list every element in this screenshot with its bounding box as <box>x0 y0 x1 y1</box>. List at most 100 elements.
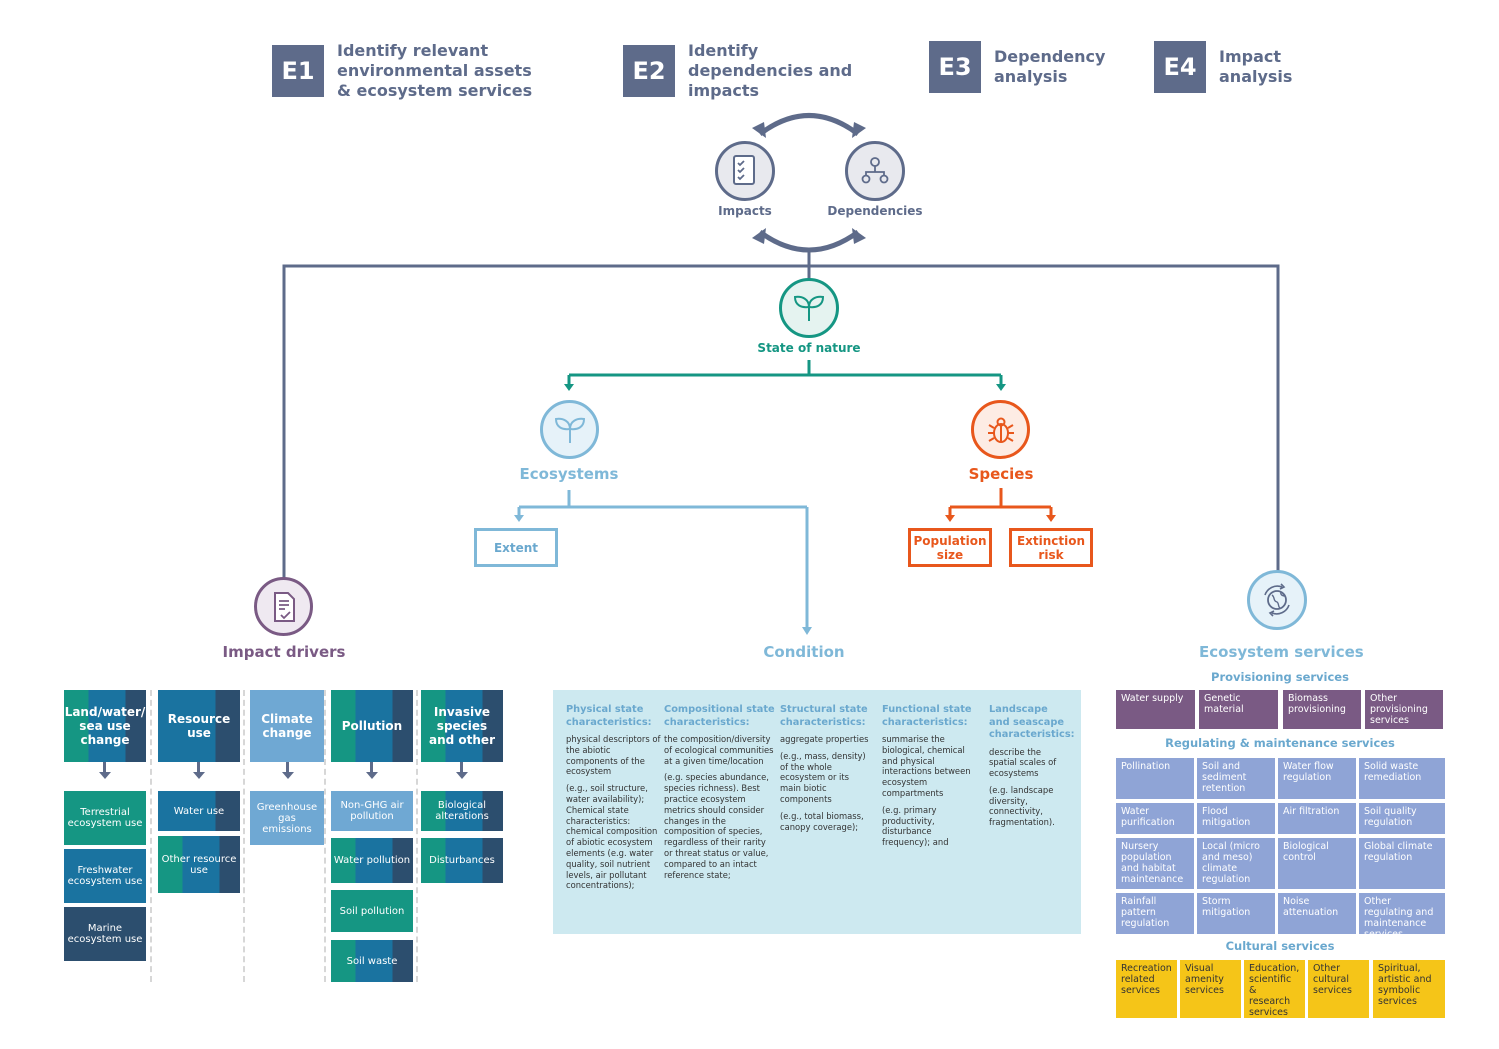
condition-text: the composition/diversity of ecological … <box>664 734 774 766</box>
condition-column-compositional: Compositional state characteristics: the… <box>664 704 776 886</box>
driver-head-climate-change: Climate change <box>250 690 324 762</box>
condition-heading: Structural state characteristics: <box>780 704 868 728</box>
cycle-arc-bottom <box>758 229 860 253</box>
condition-heading: Landscape and seascape characteristics: <box>989 704 1075 740</box>
service-item: Genetic material <box>1199 690 1278 729</box>
cycle-arc-top <box>758 113 860 136</box>
driver-item: Soil pollution <box>331 890 413 932</box>
driver-item: Greenhouse gas emissions <box>250 791 324 845</box>
impacts-circle <box>715 141 775 201</box>
driver-head-land-use: Land/water/ sea use change <box>64 690 146 762</box>
condition-heading: Physical state characteristics: <box>566 704 652 728</box>
ecosystems-circle <box>540 400 599 459</box>
service-item: Other cultural services <box>1308 960 1369 1018</box>
step-code: E2 <box>623 45 675 97</box>
service-item: Flood mitigation <box>1197 803 1275 834</box>
condition-text: (e.g. primary productivity, disturbance … <box>882 804 949 848</box>
service-item: Other regulating and maintenance service… <box>1359 893 1445 940</box>
divider <box>150 690 152 982</box>
driver-head-invasive-species: Invasive species and other <box>421 690 503 762</box>
service-item: Pollination <box>1116 758 1194 799</box>
condition-column-landscape: Landscape and seascape characteristics: … <box>989 704 1075 834</box>
service-item: Storm mitigation <box>1197 893 1275 934</box>
connector <box>286 762 289 773</box>
extent-box: Extent <box>474 528 558 567</box>
state-of-nature-circle <box>779 278 839 338</box>
step-code: E3 <box>929 41 981 93</box>
driver-head-resource-use: Resource use <box>158 690 240 762</box>
service-item: Water supply <box>1116 690 1195 729</box>
condition-text: (e.g. species abundance, species richnes… <box>664 772 769 880</box>
condition-text: aggregate properties <box>780 734 869 744</box>
connector <box>370 762 373 773</box>
service-item: Spiritual, artistic and symbolic service… <box>1373 960 1445 1018</box>
regulating-heading: Regulating & maintenance services <box>1165 736 1395 750</box>
divider <box>416 690 418 982</box>
connector <box>460 762 463 773</box>
impact-drivers-circle <box>254 577 313 636</box>
service-item: Noise attenuation <box>1278 893 1356 934</box>
cultural-heading: Cultural services <box>1225 939 1335 953</box>
service-item: Visual amenity services <box>1180 960 1241 1018</box>
sprout-icon <box>793 295 825 321</box>
impact-drivers-label: Impact drivers <box>222 643 346 661</box>
divider <box>243 690 245 982</box>
service-item: Soil and sediment retention <box>1197 758 1275 799</box>
step-e4: E4 Impact analysis <box>1154 41 1319 93</box>
condition-column-physical: Physical state characteristics: physical… <box>566 704 661 897</box>
service-item: Education, scientific & research service… <box>1244 960 1305 1018</box>
down-arrow-icon <box>99 772 111 779</box>
checklist-icon <box>733 155 755 185</box>
species-label: Species <box>968 465 1034 483</box>
leaf-icon <box>554 417 585 443</box>
driver-item: Disturbances <box>421 838 503 883</box>
driver-item: Water use <box>158 791 240 831</box>
condition-text: describe the spatial scales of ecosystem… <box>989 746 1057 779</box>
condition-text: (e.g., mass, density) of the whole ecosy… <box>780 750 866 804</box>
driver-item: Marine ecosystem use <box>64 907 146 961</box>
service-item: Air filtration <box>1278 803 1356 834</box>
condition-text: (e.g., soil structure, water availabilit… <box>566 783 658 891</box>
document-check-icon <box>273 591 295 622</box>
step-label: Identify dependencies and impacts <box>688 41 853 100</box>
provisioning-heading: Provisioning services <box>1211 670 1349 684</box>
condition-heading: Compositional state characteristics: <box>664 704 775 728</box>
condition-text: summarise the biological, chemical and p… <box>882 734 971 798</box>
down-arrow-icon <box>366 772 378 779</box>
connector <box>197 762 200 773</box>
ecosystem-services-label: Ecosystem services <box>1199 643 1364 661</box>
driver-item: Soil waste <box>331 940 413 982</box>
connector <box>103 762 106 773</box>
driver-head-pollution: Pollution <box>331 690 413 762</box>
service-item: Soil quality regulation <box>1359 803 1445 834</box>
step-label: Impact analysis <box>1219 47 1293 86</box>
condition-column-structural: Structural state characteristics: aggreg… <box>780 704 872 838</box>
service-item: Rainfall pattern regulation <box>1116 893 1194 934</box>
impacts-label: Impacts <box>718 204 772 218</box>
divider <box>324 690 326 982</box>
service-item: Biomass provisioning <box>1283 690 1361 729</box>
dependencies-label: Dependencies <box>827 204 923 218</box>
service-item: Global climate regulation <box>1359 838 1445 889</box>
step-e1: E1 Identify relevant environmental asset… <box>272 41 547 101</box>
condition-text: physical descriptors of the abiotic comp… <box>566 734 661 777</box>
driver-item: Non-GHG air pollution <box>331 791 413 831</box>
driver-item: Other resource use <box>158 836 240 893</box>
ecosystem-services-circle <box>1247 570 1307 630</box>
service-item: Other provisioning services <box>1365 690 1443 729</box>
step-label: Dependency analysis <box>994 47 1106 86</box>
condition-column-functional: Functional state characteristics: summar… <box>882 704 974 854</box>
step-e3: E3 Dependency analysis <box>929 41 1114 93</box>
hierarchy-icon <box>861 157 889 184</box>
down-arrow-icon <box>456 772 468 779</box>
service-item: Local (micro and meso) climate regulatio… <box>1197 838 1275 889</box>
condition-panel: Physical state characteristics: physical… <box>553 690 1081 934</box>
globe-cycle-icon <box>1264 583 1290 617</box>
bug-icon <box>987 417 1014 443</box>
state-of-nature-label: State of nature <box>757 341 861 355</box>
service-item: Water flow regulation <box>1278 758 1356 799</box>
service-item: Water purification <box>1116 803 1194 834</box>
service-item: Nursery population and habitat maintenan… <box>1116 838 1194 889</box>
dependencies-circle <box>845 141 905 201</box>
